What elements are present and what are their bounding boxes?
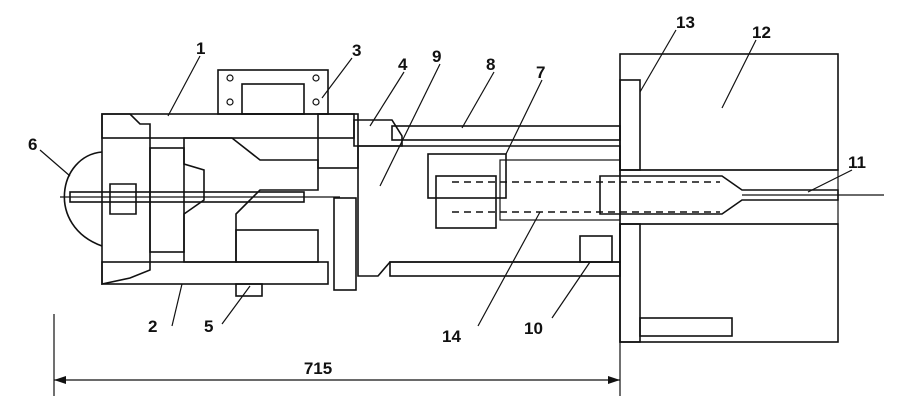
callout-4: 4 <box>398 55 408 74</box>
bracket-bolt-icon <box>312 98 320 106</box>
callouts: 1 2 3 4 5 6 7 8 9 10 11 12 13 14 <box>28 13 866 346</box>
callout-9: 9 <box>432 47 441 66</box>
callout-5: 5 <box>204 317 213 336</box>
piston-rear-block <box>235 229 319 263</box>
callout-2: 2 <box>148 317 157 336</box>
callout-12: 12 <box>752 23 771 42</box>
cylinder-housing <box>101 113 359 297</box>
mould-plate-upper <box>619 79 641 171</box>
barrel-top-wall <box>391 125 621 141</box>
housing-flange <box>317 113 359 169</box>
inner-tube <box>499 159 621 221</box>
bracket-window <box>241 83 305 115</box>
callout-6: 6 <box>28 135 37 154</box>
leader-lines <box>39 29 853 327</box>
housing-top-wall <box>101 113 355 139</box>
plunger-stem <box>435 175 497 229</box>
mould-plate-lower <box>619 223 641 343</box>
mould-lower-half <box>619 223 839 343</box>
callout-10: 10 <box>524 319 543 338</box>
callout-3: 3 <box>352 41 361 60</box>
flange-block <box>333 197 357 291</box>
callout-11: 11 <box>848 153 866 172</box>
piston-front-ring <box>149 147 185 253</box>
piston-body <box>183 137 319 263</box>
sprue-nozzle <box>599 175 839 215</box>
dimension-line: 715 <box>53 314 621 396</box>
mould-bottom-strip <box>639 317 733 337</box>
callout-14: 14 <box>442 327 461 346</box>
callout-1: 1 <box>196 39 205 58</box>
mounting-bracket <box>217 69 329 115</box>
barrel-nose-cone-4 <box>353 119 403 147</box>
housing-bottom-wall <box>101 261 329 285</box>
sealing-ring-10 <box>579 235 613 263</box>
callout-13: 13 <box>676 13 695 32</box>
mould-block <box>599 53 884 343</box>
hand-wheel-hub <box>109 183 137 215</box>
hydraulic-port-5 <box>235 283 263 297</box>
hand-wheel <box>63 151 103 247</box>
injection-barrel <box>333 119 720 291</box>
dimension-715-label: 715 <box>304 359 332 378</box>
bracket-bolt-icon <box>226 98 234 106</box>
bracket-bolt-icon <box>226 74 234 82</box>
barrel-rear-wall <box>357 145 621 277</box>
mould-upper-half <box>619 53 839 171</box>
bracket-outer <box>217 69 329 115</box>
plunger-head-7 <box>427 153 507 199</box>
callout-7: 7 <box>536 63 545 82</box>
runner-channel <box>619 169 839 225</box>
bracket-bolt-icon <box>312 74 320 82</box>
callout-8: 8 <box>486 55 495 74</box>
